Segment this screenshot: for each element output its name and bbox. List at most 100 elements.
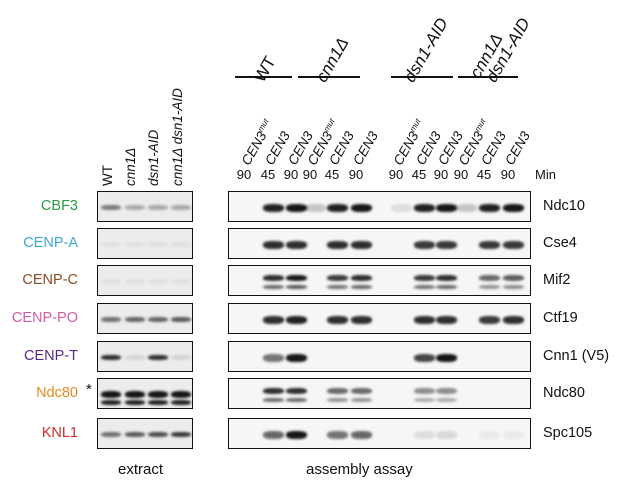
blot-band <box>101 279 121 284</box>
row-label: CENP-T <box>24 348 78 364</box>
blot-band <box>148 242 168 247</box>
blot-band <box>171 355 191 360</box>
minute-label: 90 <box>283 167 299 182</box>
blot-band <box>148 205 168 210</box>
minute-label: 45 <box>260 167 276 182</box>
blot-band <box>285 284 307 289</box>
protein-label: Ndc80 <box>543 385 585 401</box>
protein-label: Cnn1 (V5) <box>543 348 610 364</box>
blot-band <box>285 430 307 439</box>
assay-blot-panel <box>228 228 531 259</box>
extract-blot-panel <box>97 303 193 334</box>
blot-band <box>435 284 457 289</box>
blot-band <box>262 397 284 402</box>
blot-band <box>101 391 121 398</box>
blot-band <box>435 387 457 394</box>
minute-label: 90 <box>433 167 449 182</box>
blot-band <box>326 430 348 439</box>
blot-band <box>171 432 191 437</box>
row-label: CENP-C <box>22 272 78 288</box>
blot-band <box>455 203 477 212</box>
extract-blot-panel <box>97 341 193 372</box>
extract-blot-panel <box>97 265 193 296</box>
blot-band <box>171 279 191 284</box>
extract-blot-panel <box>97 378 193 409</box>
blot-band <box>390 203 412 212</box>
blot-band <box>478 274 500 281</box>
blot-band <box>413 284 435 289</box>
blot-band <box>326 274 348 281</box>
blot-band <box>326 387 348 394</box>
extract-lane-double: cnn1Δ dsn1-AID <box>170 88 185 186</box>
blot-band <box>350 397 372 402</box>
blot-band <box>125 317 145 322</box>
assay-blot-panel <box>228 341 531 372</box>
extract-blot-panel <box>97 418 193 449</box>
blot-band <box>502 284 524 289</box>
blot-band <box>326 284 348 289</box>
blot-band <box>148 391 168 398</box>
minute-label: 90 <box>236 167 252 182</box>
blot-band <box>502 430 524 439</box>
blot-band <box>101 317 121 322</box>
blot-band <box>285 240 307 249</box>
blot-band <box>125 355 145 360</box>
blot-band <box>502 315 524 324</box>
asterisk-mark: * <box>86 381 92 398</box>
blot-band <box>125 205 145 210</box>
blot-band <box>350 387 372 394</box>
minute-label: 90 <box>348 167 364 182</box>
minute-label: 90 <box>302 167 318 182</box>
blot-band <box>435 315 457 324</box>
blot-band <box>171 317 191 322</box>
blot-band <box>478 240 500 249</box>
blot-band <box>350 240 372 249</box>
assay-footer: assembly assay <box>306 461 413 478</box>
minute-label: 45 <box>324 167 340 182</box>
blot-band <box>413 430 435 439</box>
blot-band <box>125 432 145 437</box>
blot-band <box>435 353 457 362</box>
blot-band <box>435 397 457 402</box>
blot-band <box>413 240 435 249</box>
blot-band <box>285 387 307 394</box>
group-cnn1: cnn1Δ <box>312 34 353 86</box>
extract-blot-panel <box>97 228 193 259</box>
blot-band <box>326 315 348 324</box>
min-label: Min <box>535 167 556 182</box>
protein-label: Mif2 <box>543 272 571 288</box>
blot-band <box>262 315 284 324</box>
blot-band <box>502 240 524 249</box>
row-label: CENP-PO <box>11 310 78 326</box>
extract-lane-cnn1: cnn1Δ <box>123 147 138 186</box>
blot-band <box>435 430 457 439</box>
blot-band <box>125 400 145 405</box>
blot-band <box>502 274 524 281</box>
blot-band <box>101 242 121 247</box>
blot-band <box>350 284 372 289</box>
row-label: CENP-A <box>23 235 78 251</box>
group-cnn1-rule <box>298 76 360 78</box>
blot-band <box>502 203 524 212</box>
blot-band <box>148 317 168 322</box>
assay-blot-panel <box>228 378 531 409</box>
blot-band <box>435 274 457 281</box>
blot-band <box>285 397 307 402</box>
blot-band <box>413 353 435 362</box>
blot-band <box>262 284 284 289</box>
blot-band <box>262 387 284 394</box>
blot-band <box>413 315 435 324</box>
blot-band <box>435 203 457 212</box>
blot-band <box>413 274 435 281</box>
blot-band <box>285 353 307 362</box>
blot-band <box>350 430 372 439</box>
minute-label: 45 <box>411 167 427 182</box>
blot-band <box>148 279 168 284</box>
blot-band <box>262 274 284 281</box>
blot-band <box>478 203 500 212</box>
assay-blot-panel <box>228 303 531 334</box>
minute-label: 90 <box>500 167 516 182</box>
row-label: Ndc80 <box>36 385 78 401</box>
blot-band <box>171 391 191 398</box>
assay-blot-panel <box>228 265 531 296</box>
